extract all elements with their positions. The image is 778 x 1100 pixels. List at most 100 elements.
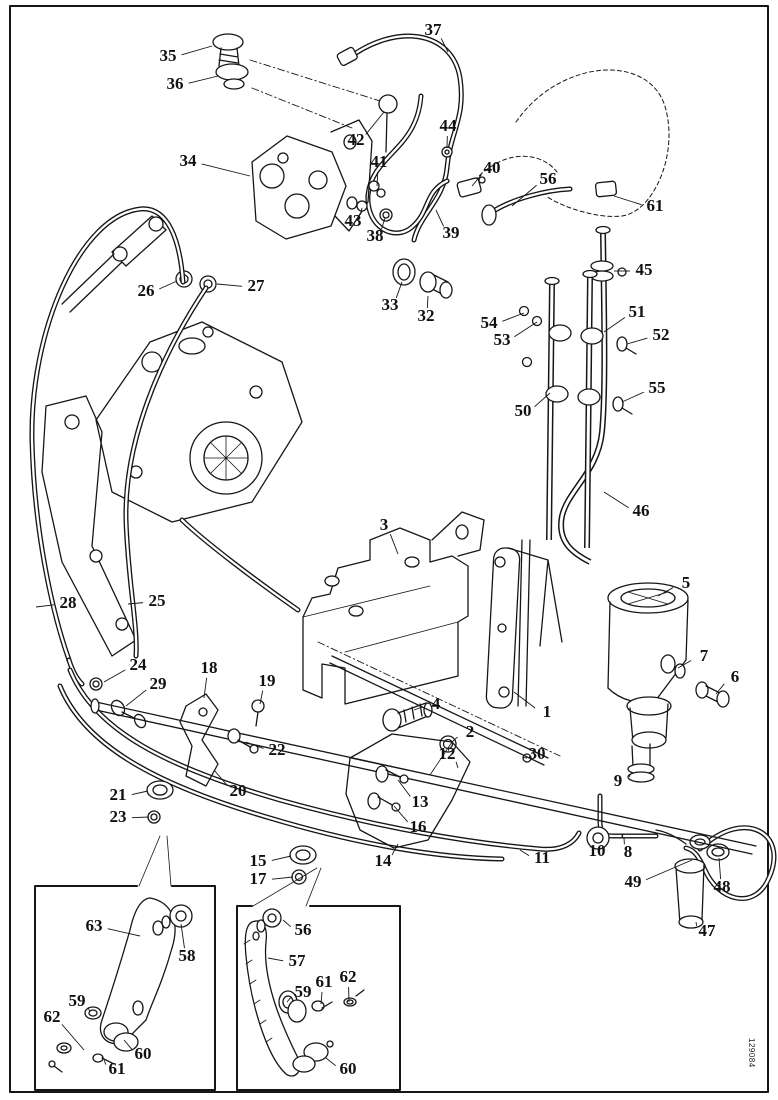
part-callout-main-44: 44 xyxy=(440,116,458,135)
leader-line-1 xyxy=(513,691,536,709)
leader-line-54 xyxy=(502,312,525,322)
leader-line-61 xyxy=(103,1059,107,1065)
leader-line-3 xyxy=(389,533,399,555)
part-callout-main-19: 19 xyxy=(259,671,276,690)
leader-line-43 xyxy=(360,207,363,215)
leader-line-38 xyxy=(381,217,386,230)
leader-line-50 xyxy=(534,392,551,408)
tie-rod-and-brackets xyxy=(90,655,757,885)
part-callout-main-51: 51 xyxy=(629,302,646,321)
leader-line-32 xyxy=(426,295,429,309)
page-border xyxy=(9,5,769,1093)
part-callout-main-37: 37 xyxy=(425,20,443,39)
part-callout-main-10: 10 xyxy=(589,841,606,860)
part-callout-main-1: 1 xyxy=(543,702,552,721)
part-callout-inset-1-59: 59 xyxy=(69,991,86,1010)
leader-line-59 xyxy=(87,1007,91,1013)
part-callout-main-25: 25 xyxy=(149,591,166,610)
part-callout-main-21: 21 xyxy=(110,785,127,804)
leader-line-59 xyxy=(286,997,292,1003)
part-callout-main-56: 56 xyxy=(540,169,557,188)
part-callout-inset-1-63: 63 xyxy=(86,916,103,935)
leader-line-18 xyxy=(203,677,208,699)
part-callout-main-30: 30 xyxy=(529,744,546,763)
leader-line-14 xyxy=(391,843,399,856)
leader-line-23 xyxy=(131,816,150,819)
leader-line-13 xyxy=(397,779,411,797)
hose-37 xyxy=(336,36,461,240)
leader-line-42 xyxy=(365,111,385,135)
reservoir-assembly xyxy=(586,582,730,850)
part-callout-inset-1-60: 60 xyxy=(135,1044,152,1063)
pipe-clamps xyxy=(518,225,637,563)
leader-line-62 xyxy=(61,1024,85,1051)
part-callout-main-54: 54 xyxy=(481,313,499,332)
part-callout-main-12: 12 xyxy=(439,744,456,763)
part-callout-main-8: 8 xyxy=(624,842,633,861)
part-callout-main-33: 33 xyxy=(382,295,399,314)
leader-line-7 xyxy=(677,660,692,669)
leader-line-6 xyxy=(715,683,725,695)
part-callout-main-32: 32 xyxy=(418,306,435,325)
leader-line-28 xyxy=(35,604,55,608)
leader-line-33 xyxy=(395,281,403,299)
leader-line-52 xyxy=(626,337,648,345)
pump-assembly xyxy=(251,94,486,299)
leader-line-39 xyxy=(435,209,444,227)
part-callout-main-39: 39 xyxy=(443,223,460,242)
part-callout-inset-2-62: 62 xyxy=(340,967,357,986)
part-callout-inset-1-62: 62 xyxy=(44,1007,61,1026)
leader-line-51 xyxy=(603,317,626,333)
part-callout-main-7: 7 xyxy=(700,646,709,665)
part-callout-main-3: 3 xyxy=(380,515,389,534)
part-callout-main-38: 38 xyxy=(367,226,384,245)
part-callout-main-5: 5 xyxy=(682,573,691,592)
part-callout-main-16: 16 xyxy=(410,817,427,836)
leader-line-4 xyxy=(413,706,423,711)
leader-line-63 xyxy=(107,928,141,937)
part-callout-main-17: 17 xyxy=(250,869,268,888)
leader-line-47 xyxy=(695,921,698,927)
part-callout-main-45: 45 xyxy=(636,260,653,279)
leader-line-25 xyxy=(127,602,144,605)
part-callout-main-49: 49 xyxy=(625,872,642,891)
part-callout-main-29: 29 xyxy=(150,674,167,693)
leader-line-60 xyxy=(325,1057,336,1067)
leader-line-22 xyxy=(245,741,264,749)
leader-line-40 xyxy=(471,174,482,187)
leader-line-36 xyxy=(188,75,219,84)
leader-line-41 xyxy=(376,171,379,187)
part-callout-main-50: 50 xyxy=(515,401,532,420)
leader-line-49 xyxy=(645,859,693,881)
part-callout-inset-1-61: 61 xyxy=(109,1059,126,1078)
leader-line-61 xyxy=(320,991,323,1005)
part-callout-main-40: 40 xyxy=(484,158,501,177)
inset-box-2 xyxy=(236,867,401,1091)
part-callout-main-6: 6 xyxy=(731,667,740,686)
part-callout-main-24: 24 xyxy=(130,655,148,674)
support-link xyxy=(382,539,563,763)
part-callout-main-13: 13 xyxy=(412,792,429,811)
part-callout-main-14: 14 xyxy=(375,851,393,870)
leader-line-20 xyxy=(213,769,229,787)
part-callout-inset-2-56: 56 xyxy=(295,920,312,939)
leader-line-21 xyxy=(131,790,149,795)
hose-61 xyxy=(481,180,618,226)
leader-line-2 xyxy=(451,736,458,743)
part-callout-inset-2-59: 59 xyxy=(295,982,312,1001)
part-callout-main-27: 27 xyxy=(248,276,266,295)
part-callout-main-36: 36 xyxy=(167,74,184,93)
leader-line-11 xyxy=(519,849,530,856)
part-callout-main-28: 28 xyxy=(60,593,77,612)
steering-gear xyxy=(41,215,303,657)
part-callout-main-9: 9 xyxy=(614,771,623,790)
part-callout-main-15: 15 xyxy=(250,851,267,870)
leader-line-27 xyxy=(216,283,243,287)
leader-line-15 xyxy=(271,855,292,861)
leader-line-26 xyxy=(159,280,178,290)
part-callout-main-22: 22 xyxy=(269,740,286,759)
part-callout-main-42: 42 xyxy=(348,130,365,149)
